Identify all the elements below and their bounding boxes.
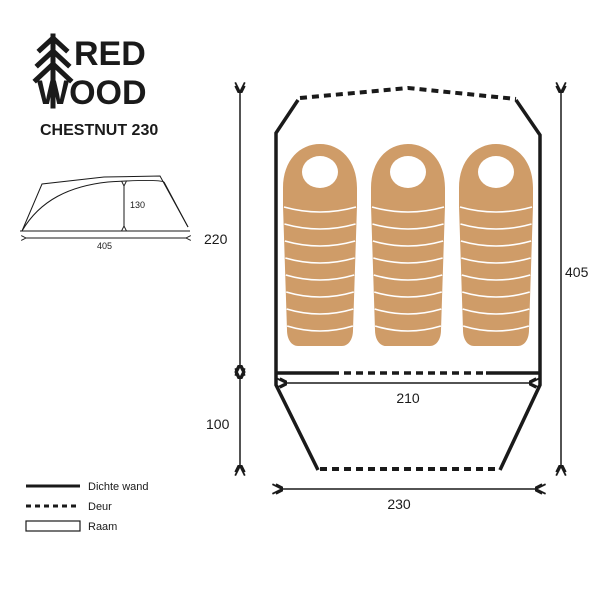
- legend-item-solid: Dichte wand: [88, 481, 149, 493]
- legend-item-window: Raam: [88, 521, 117, 533]
- inner-width-label: 210: [396, 390, 420, 406]
- side-height-label: 130: [130, 200, 145, 210]
- total-length-label: 405: [565, 264, 589, 280]
- sleeping-depth-label: 220: [204, 231, 228, 247]
- side-length-label: 405: [97, 241, 112, 251]
- brand-line-1: RED: [74, 35, 146, 73]
- outer-width-label: 230: [387, 496, 411, 512]
- legend-item-dashed: Deur: [88, 501, 112, 513]
- pine-tree-icon: [32, 33, 74, 109]
- rear-door: [299, 85, 517, 101]
- legend-window-swatch: [25, 520, 81, 532]
- left-wall: [274, 99, 320, 471]
- brand-logo: RED WOOD CHESTNUT 230: [32, 33, 158, 139]
- right-wall: [498, 99, 542, 471]
- dimensions: 220 100 405 230: [204, 92, 589, 512]
- porch-depth-label: 100: [206, 416, 230, 432]
- sleeping-bag: [283, 144, 357, 346]
- sleeping-bag: [371, 144, 445, 346]
- sleeping-bags: [283, 144, 533, 346]
- sleeping-bag: [459, 144, 533, 346]
- model-name: CHESTNUT 230: [40, 122, 158, 139]
- floorplan: 210: [274, 85, 542, 471]
- legend: Dichte wand Deur Raam: [25, 481, 149, 533]
- side-view: 130 405: [20, 175, 190, 251]
- brand-line-2: WOOD: [37, 74, 147, 112]
